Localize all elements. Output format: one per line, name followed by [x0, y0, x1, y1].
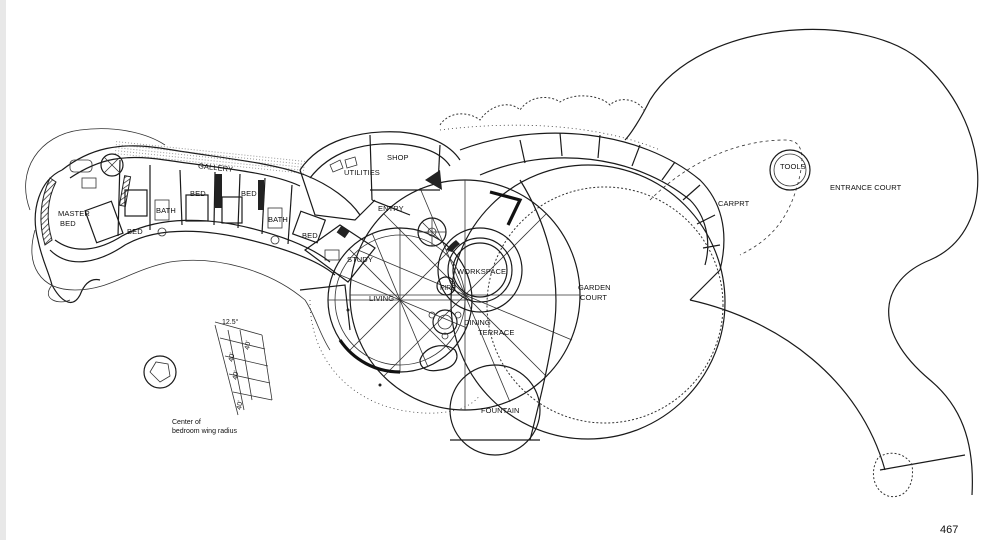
- label-master-2: BED: [60, 219, 76, 228]
- scale-angle: 12.5°: [222, 318, 239, 326]
- carport: [649, 139, 811, 256]
- dot: [346, 308, 350, 312]
- label-living: LIVING: [369, 294, 394, 303]
- master-bedroom: [25, 128, 166, 303]
- scale-caption-1: Center of: [172, 419, 201, 426]
- label-bath-2: BATH: [268, 215, 288, 224]
- label-court: COURT: [580, 293, 607, 302]
- living-sofa: [419, 345, 458, 372]
- label-terrace: TERRACE: [478, 328, 515, 337]
- shrub-line: [439, 95, 646, 126]
- label-bath-1: BATH: [156, 206, 176, 215]
- page-gutter: [0, 0, 6, 540]
- label-gallery: GALLERY: [198, 161, 234, 174]
- label-bed-3: BED: [241, 189, 257, 198]
- label-tools: TOOLS: [780, 162, 806, 171]
- label-workspace: WORKSPACE: [457, 267, 506, 276]
- scale-dim-4: 40': [236, 400, 244, 410]
- scale-dim-3: 40': [232, 370, 240, 380]
- label-utilities: UTILITIES: [344, 168, 380, 177]
- dot: [378, 383, 382, 387]
- dining-table: [428, 309, 462, 340]
- label-garden: GARDEN: [578, 283, 611, 292]
- sun-symbol: [143, 355, 177, 389]
- garden-wall: [489, 190, 523, 226]
- fountain: [449, 364, 541, 456]
- label-master-1: MASTER: [58, 209, 90, 218]
- study: [299, 224, 376, 331]
- label-dining: DINING: [464, 318, 491, 327]
- label-bed-2: BED: [190, 189, 206, 198]
- label-shop: SHOP: [387, 153, 409, 162]
- living-room: [327, 227, 473, 374]
- workspace: [437, 227, 523, 313]
- bedroom-wing: [49, 140, 361, 276]
- label-study: STUDY: [347, 255, 373, 264]
- scale-caption-2: bedroom wing radius: [172, 428, 237, 435]
- label-fire: FIRE: [440, 285, 456, 292]
- scale-dim-2: 40': [228, 352, 236, 362]
- label-bed-4: BED: [302, 231, 318, 240]
- spiral-stair: [417, 217, 447, 247]
- scale-diagram: [214, 321, 273, 416]
- label-entry: ENTRY: [378, 204, 404, 213]
- garden-court: [450, 164, 726, 441]
- entry-block: [299, 131, 461, 221]
- landscape-edge: [309, 299, 481, 414]
- scale-dim-1: 40': [244, 340, 252, 350]
- label-fountain: FOUNTAIN: [481, 406, 520, 415]
- page-number: 467: [940, 524, 958, 536]
- wing-boundary: [31, 229, 331, 351]
- label-carport: CARPRT: [718, 199, 750, 208]
- label-entrance-court: ENTRANCE COURT: [830, 183, 902, 192]
- fireplace: [436, 276, 456, 296]
- label-bed-1: BED: [127, 227, 143, 236]
- entrance-court: [624, 28, 979, 498]
